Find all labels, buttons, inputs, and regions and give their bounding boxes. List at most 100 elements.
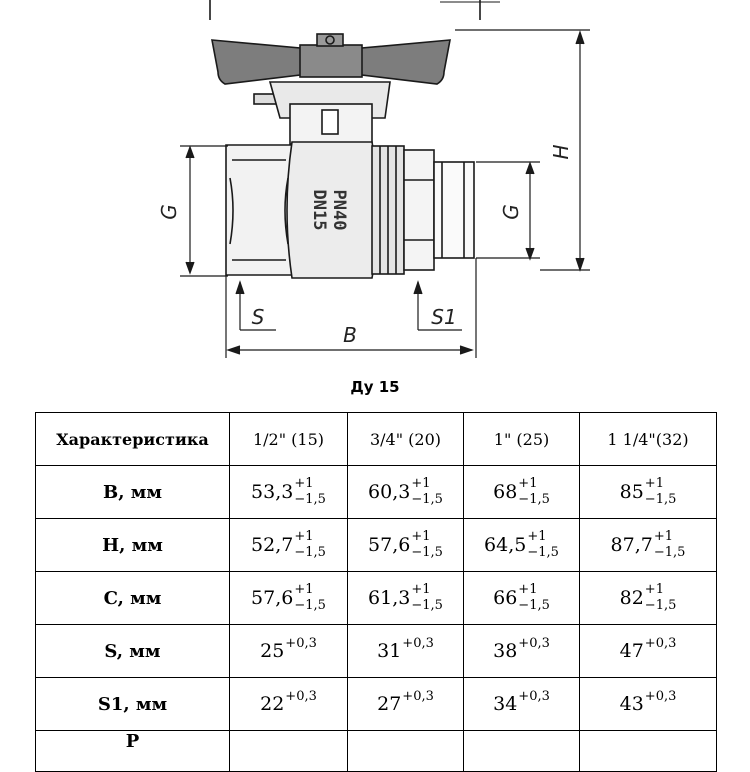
dimension-value: 68+1−1,5: [493, 476, 550, 506]
tolerance-stack: +1−1,5: [411, 583, 443, 613]
header-characteristic: Характеристика: [35, 412, 230, 466]
tolerance-upper: +1: [527, 529, 547, 544]
table-cell: 38+0,3: [463, 624, 580, 678]
tolerance-upper: +1: [294, 476, 314, 491]
tolerance-lower: −1,5: [294, 598, 326, 613]
tolerance-stack: +1−1,5: [518, 582, 550, 613]
dimension-value: 64,5+1−1,5: [484, 529, 559, 560]
tolerance-upper: +0,3: [644, 688, 677, 704]
dim-label-g-left: G: [157, 204, 181, 220]
dim-label-s: S: [252, 305, 265, 329]
table-cell: 57,6+1−1,5: [229, 571, 348, 625]
tolerance-stack: +1−1,5: [411, 529, 443, 560]
dim-label-s1: S1: [431, 305, 456, 329]
value-base: 68: [493, 481, 518, 503]
row-label: H, мм: [35, 518, 230, 572]
value-base: 34: [493, 693, 518, 715]
tolerance-upper: +1: [294, 582, 314, 597]
tolerance-stack: +1−1,5: [644, 582, 677, 612]
valve-drawing: PN40 DN15 G G H S S1 B: [157, 0, 590, 358]
dimension-value: 66+1−1,5: [493, 582, 550, 613]
tolerance-upper: +1: [518, 476, 538, 491]
tolerance-stack: +1−1,5: [653, 529, 686, 559]
table-cell: 31+0,3: [347, 624, 464, 678]
header-size-25: 1" (25): [463, 412, 580, 466]
valve-outline: [209, 0, 500, 279]
tolerance-upper: +1: [644, 582, 664, 597]
tolerance-upper: +1: [644, 476, 664, 491]
table-cell: 87,7+1−1,5: [579, 518, 717, 572]
table-cell: 60,3+1−1,5: [347, 465, 464, 519]
tolerance-lower: −1,5: [411, 598, 443, 613]
drawing-caption: Ду 15: [350, 378, 400, 396]
value-base: 43: [619, 693, 644, 715]
tolerance-upper: +0,3: [402, 688, 434, 704]
table-cell: 47+0,3: [579, 624, 717, 678]
value-base: 57,6: [251, 587, 294, 609]
table-cell: 85+1−1,5: [579, 465, 717, 519]
tolerance-lower: −1,5: [527, 545, 559, 560]
tolerance-lower: −1,5: [294, 545, 326, 560]
dimension-value: 47+0,3: [619, 636, 677, 663]
tolerance-lower: −1,5: [411, 545, 443, 560]
tolerance-upper: +1: [411, 529, 431, 544]
dimension-value: 25+0,3: [260, 636, 317, 663]
marking-dn: DN15: [309, 190, 329, 231]
dimension-value: 57,6+1−1,5: [251, 582, 326, 613]
table-cell: 82+1−1,5: [579, 571, 717, 625]
value-base: 27: [377, 693, 402, 715]
tolerance-stack: +1−1,5: [527, 529, 559, 560]
table-cell: 25+0,3: [229, 624, 348, 678]
dimension-value: 60,3+1−1,5: [368, 476, 443, 506]
value-base: 31: [377, 640, 402, 662]
dimension-lines: [180, 29, 590, 358]
row-label: C, мм: [35, 571, 230, 625]
tolerance-upper: +0,3: [285, 688, 317, 704]
table-cell: [229, 730, 348, 772]
tolerance-stack: +1−1,5: [294, 476, 326, 506]
dim-label-h: H: [549, 144, 573, 159]
table-cell: [463, 730, 580, 772]
table-cell: 34+0,3: [463, 677, 580, 731]
value-base: 22: [260, 693, 285, 715]
value-base: 66: [493, 587, 518, 609]
spec-table-body: Характеристика 1/2" (15) 3/4" (20) 1" (2…: [35, 412, 717, 772]
table-cell: 22+0,3: [229, 677, 348, 731]
tolerance-upper: +1: [653, 529, 674, 544]
dimension-value: 43+0,3: [619, 689, 677, 716]
tolerance-upper: +0,3: [518, 688, 550, 704]
dimension-value: 61,3+1−1,5: [368, 583, 443, 613]
dimension-value: 52,7+1−1,5: [251, 529, 326, 560]
dimension-value: 31+0,3: [377, 636, 434, 663]
table-header-row: Характеристика 1/2" (15) 3/4" (20) 1" (2…: [35, 412, 717, 466]
dimension-value: 27+0,3: [377, 689, 434, 716]
header-size-32: 1 1/4"(32): [579, 412, 717, 466]
tolerance-upper: +1: [518, 582, 538, 597]
table-cell: 61,3+1−1,5: [347, 571, 464, 625]
table-cell: 43+0,3: [579, 677, 717, 731]
value-base: 25: [260, 640, 285, 662]
value-base: 57,6: [368, 534, 411, 556]
row-label: S1, мм: [35, 677, 230, 731]
dim-label-g-right: G: [499, 204, 523, 220]
header-size-15: 1/2" (15): [229, 412, 348, 466]
row-label: P: [35, 730, 230, 772]
table-cell: [579, 730, 717, 772]
dimension-value: 22+0,3: [260, 689, 317, 716]
value-base: 87,7: [610, 534, 653, 556]
value-base: 47: [619, 640, 644, 662]
tolerance-stack: +1−1,5: [294, 529, 326, 560]
table-cell: 53,3+1−1,5: [229, 465, 348, 519]
tolerance-upper: +1: [294, 529, 314, 544]
tolerance-lower: −1,5: [644, 492, 677, 507]
dimension-value: 53,3+1−1,5: [251, 476, 326, 506]
dimension-value: 34+0,3: [493, 689, 550, 716]
header-size-20: 3/4" (20): [347, 412, 464, 466]
tolerance-lower: −1,5: [518, 598, 550, 613]
value-base: 85: [619, 481, 644, 503]
tolerance-upper: +1: [411, 476, 431, 491]
